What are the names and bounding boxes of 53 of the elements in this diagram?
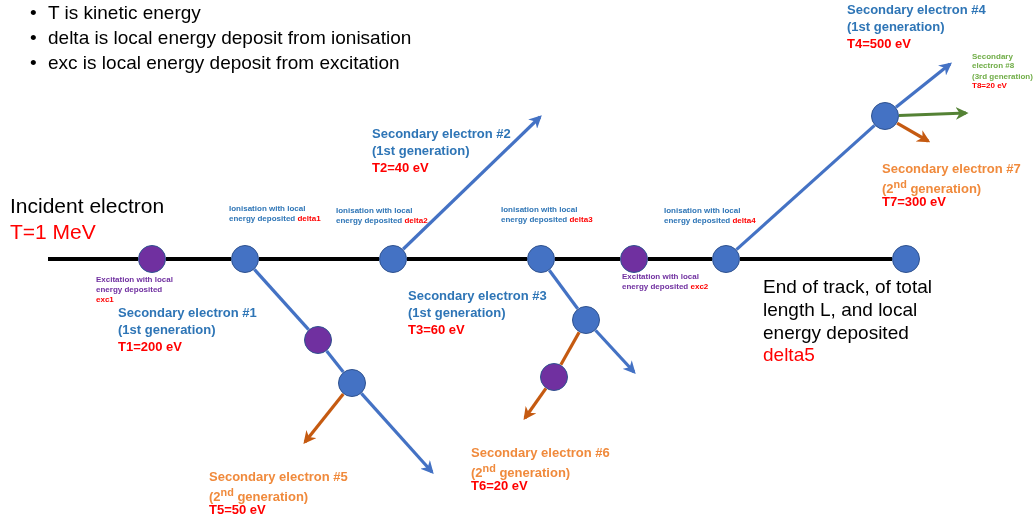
arrow xyxy=(303,392,345,444)
track-line xyxy=(253,268,310,331)
arrow xyxy=(894,62,952,109)
electron-label: Secondary electron #2 xyxy=(372,127,511,142)
arrow xyxy=(523,387,548,421)
energy-value: T4=500 eV xyxy=(847,37,911,52)
electron-label: Secondary electron #1 xyxy=(118,306,257,321)
track-line xyxy=(166,257,231,261)
annotation-text: End of track, of total length L, and local energy deposited delta5 xyxy=(763,276,933,368)
energy-value: T3=60 eV xyxy=(408,323,465,338)
generation-label: (1st generation) xyxy=(372,144,470,159)
annotation-text: Ionisation with local energy deposited delta2 xyxy=(336,206,428,226)
arrow xyxy=(401,115,542,251)
energy-value: T2=40 eV xyxy=(372,161,429,176)
annotation-text: Ionisation with local energy deposited delta1 xyxy=(229,204,321,224)
electron-label: Secondary electron #6 xyxy=(471,446,610,461)
electron-label: Secondary electron #5 xyxy=(209,470,348,485)
generation-label: (3rd generation) xyxy=(972,72,1033,82)
electron-label: Secondary electron #7 xyxy=(882,162,1021,177)
electron-label: Secondary electron #8 xyxy=(972,52,1016,71)
energy-value: T=1 MeV xyxy=(10,220,96,245)
track-line xyxy=(648,257,712,261)
annotation-text: Excitation with local energy deposited exc1 xyxy=(96,275,174,305)
track-line xyxy=(740,257,892,261)
track-line xyxy=(735,124,876,251)
bullet-marker: • xyxy=(30,52,37,74)
bullet-item: exc is local energy deposit from excitation xyxy=(48,52,400,74)
track-line xyxy=(548,269,579,310)
track-line xyxy=(48,257,138,261)
energy-value: T1=200 eV xyxy=(118,340,182,355)
annotation-text: Ionisation with local energy deposited delta4 xyxy=(664,206,756,226)
annotation-text: Ionisation with local energy deposited delta3 xyxy=(501,205,593,225)
generation-label: (1st generation) xyxy=(408,306,506,321)
bullet-item: T is kinetic energy xyxy=(48,2,201,24)
arrow xyxy=(594,329,636,374)
energy-value: T8=20 eV xyxy=(972,81,1007,91)
bullet-marker: • xyxy=(30,2,37,24)
arrow xyxy=(898,107,969,120)
heading-text: Incident electron xyxy=(10,194,165,219)
track-line xyxy=(259,257,379,261)
generation-label: (1st generation) xyxy=(847,20,945,35)
track-line xyxy=(555,257,620,261)
bullet-marker: • xyxy=(30,27,37,49)
track-line xyxy=(325,350,345,373)
electron-label: Secondary electron #3 xyxy=(408,289,547,304)
track-line xyxy=(559,331,581,366)
arrow xyxy=(360,392,434,474)
arrow xyxy=(896,121,931,143)
bullet-item: delta is local energy deposit from ionisation xyxy=(48,27,412,49)
generation-label: (1st generation) xyxy=(118,323,216,338)
track-line xyxy=(407,257,527,261)
electron-label: Secondary electron #4 xyxy=(847,3,986,18)
annotation-text: Excitation with local energy deposited exc2 xyxy=(622,272,710,292)
